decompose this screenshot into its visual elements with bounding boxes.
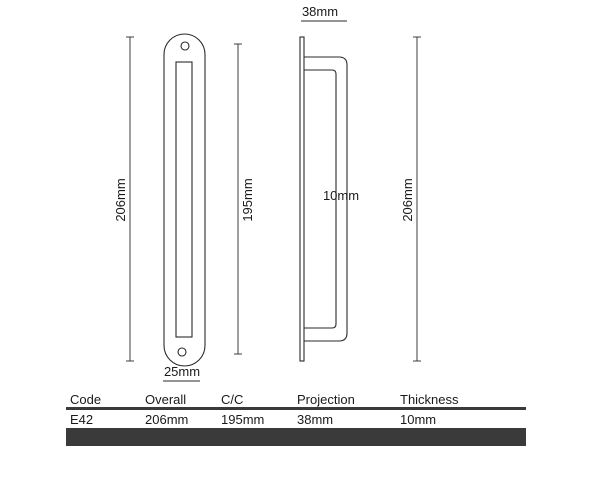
header-overall: Overall xyxy=(145,392,187,407)
cell-cc: 195mm xyxy=(221,412,265,427)
backplate-front-view xyxy=(163,33,206,367)
handle-side-view xyxy=(299,36,348,362)
spec-header-row: Code Overall C/C Projection Thickness xyxy=(70,392,526,410)
backplate-slot xyxy=(175,61,193,338)
cell-code: E42 xyxy=(70,412,94,427)
centres-label: 195mm xyxy=(240,178,255,221)
table-footer-bar xyxy=(66,428,526,446)
centres-dimension xyxy=(234,43,242,355)
spec-data-row: E42 206mm 195mm 38mm 10mm xyxy=(70,412,526,430)
side-overall-label: 206mm xyxy=(400,178,415,221)
bottom-fixing-hole xyxy=(177,347,187,357)
thickness-label: 10mm xyxy=(323,188,359,203)
backplate-outline xyxy=(163,33,206,367)
top-fixing-hole xyxy=(180,41,190,51)
header-thickness: Thickness xyxy=(400,392,459,407)
cell-projection: 38mm xyxy=(297,412,334,427)
cell-overall: 206mm xyxy=(145,412,189,427)
header-divider xyxy=(66,407,526,410)
backplate-edge xyxy=(299,36,305,362)
header-projection: Projection xyxy=(297,392,355,407)
plate-width-label: 25mm xyxy=(164,364,200,379)
handle-bar-inner xyxy=(304,69,337,329)
overall-length-dimension xyxy=(126,36,134,362)
projection-label: 38mm xyxy=(302,4,338,19)
handle-bar-outer xyxy=(304,56,348,342)
header-cc: C/C xyxy=(221,392,244,407)
side-overall-dimension xyxy=(413,36,421,362)
cell-thickness: 10mm xyxy=(400,412,437,427)
overall-length-label: 206mm xyxy=(113,178,128,221)
header-code: Code xyxy=(70,392,102,407)
